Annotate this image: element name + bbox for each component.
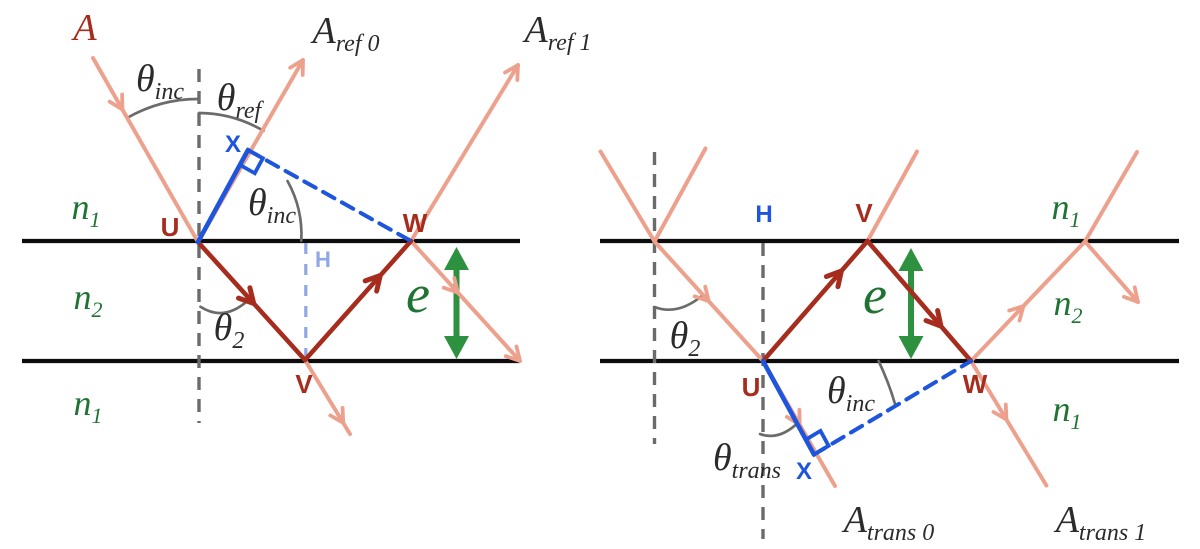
label-n1-top: n1 <box>72 187 101 232</box>
refracted-ray-to-U-arrowhead <box>692 284 711 304</box>
transmitted-ray-1 <box>969 359 1049 488</box>
right-angle-marker-X <box>237 147 266 176</box>
label-A-ref-1: Aref 1 <box>522 9 592 56</box>
angle-arc-theta-inc-mid <box>286 179 303 243</box>
reflected-ray-0-arrowhead <box>288 58 305 77</box>
internal-ray-U-V-arrowhead <box>823 268 844 290</box>
point-label-H: H <box>315 247 331 272</box>
point-label-V: V <box>855 198 873 228</box>
wavefront-dashed-X-W <box>246 148 413 243</box>
wavefront-dashed-X-W <box>812 359 973 457</box>
label-n2-mid: n2 <box>1054 283 1083 328</box>
point-label-U: U <box>742 372 761 402</box>
internal-reflection-at-W-arrowhead <box>441 276 460 295</box>
film-thickness-arrow <box>444 247 469 359</box>
reflected-ray-1-arrowhead <box>503 63 520 82</box>
incident-ray-A-arrowhead <box>107 92 125 112</box>
angle-arc-theta-inc <box>877 359 897 406</box>
label-A-trans-1: Atrans 1 <box>1053 499 1147 546</box>
film-thickness-arrow-head-up <box>444 247 469 270</box>
label-A-ref-0: Aref 0 <box>310 10 380 57</box>
transmitted-ray-top-right <box>1083 150 1139 244</box>
internal-ray-W-up-arrowhead <box>1007 304 1026 323</box>
internal-reflection-at-W-arrowhead <box>503 344 522 363</box>
point-label-H: H <box>755 201 772 228</box>
angle-arc-theta-2 <box>199 299 250 315</box>
film-thickness-arrow <box>898 248 924 359</box>
film-thickness-arrow-head-down <box>898 336 924 359</box>
film-thickness-arrow-head-up <box>898 248 924 271</box>
reflected-ray-1 <box>409 63 520 243</box>
point-label-W: W <box>963 369 988 399</box>
film-thickness-arrow-head-down <box>444 336 469 359</box>
right-angle-marker-X <box>803 428 832 458</box>
internal-ray-V-W <box>865 238 974 364</box>
point-label-X: X <box>225 131 241 158</box>
reflected-ray <box>652 146 708 244</box>
label-n1-bottom: n1 <box>74 383 103 428</box>
point-label-W: W <box>403 208 428 238</box>
label-thickness-e: e <box>406 264 430 324</box>
label-A-trans-0: Atrans 0 <box>841 499 935 546</box>
label-A: A <box>70 7 97 49</box>
point-label-X: X <box>796 458 812 485</box>
internal-reflection-top-right <box>1083 239 1140 304</box>
point-label-V: V <box>295 369 313 399</box>
label-theta-trans: θtrans <box>713 437 781 484</box>
label-theta-2: θ2 <box>214 307 245 354</box>
transmitted-ray-below-V-arrowhead <box>328 406 346 425</box>
internal-reflection-top-right-arrowhead <box>1122 285 1140 304</box>
transmitted-ray-1-arrowhead <box>991 402 1009 422</box>
point-label-U: U <box>161 212 180 242</box>
label-n1-top: n1 <box>1052 187 1081 232</box>
internal-reflection-at-W <box>409 239 522 363</box>
label-thickness-e: e <box>863 265 887 325</box>
transmitted-ray-at-V <box>865 149 919 243</box>
refracted-ray-U-V-arrowhead <box>236 285 257 306</box>
internal-ray-V-W <box>302 238 414 363</box>
diagram-reflection: A Aref 0 Aref 1 θinc θref θinc θ2 n1 n2 n1 e U V W X H <box>22 7 592 436</box>
label-theta-inc: θinc <box>827 370 875 417</box>
angle-arc-theta-trans <box>758 421 800 438</box>
label-theta-2: θ2 <box>670 315 701 362</box>
internal-ray-U-V <box>760 238 870 364</box>
label-n2-mid: n2 <box>74 277 103 322</box>
label-n1-bottom: n1 <box>1053 389 1082 434</box>
internal-ray-W-up <box>969 239 1087 363</box>
incident-ray-A <box>91 56 200 244</box>
label-theta-inc-top: θinc <box>136 58 184 105</box>
label-theta-inc-mid: θinc <box>248 182 296 229</box>
internal-ray-V-W-arrowhead <box>923 308 944 329</box>
angle-arc-theta-inc-top <box>125 97 201 120</box>
incident-ray <box>598 149 657 244</box>
label-theta-ref: θref <box>217 77 265 124</box>
angle-arc-theta-ref <box>197 111 265 133</box>
internal-ray-V-W-arrowhead <box>362 273 383 294</box>
